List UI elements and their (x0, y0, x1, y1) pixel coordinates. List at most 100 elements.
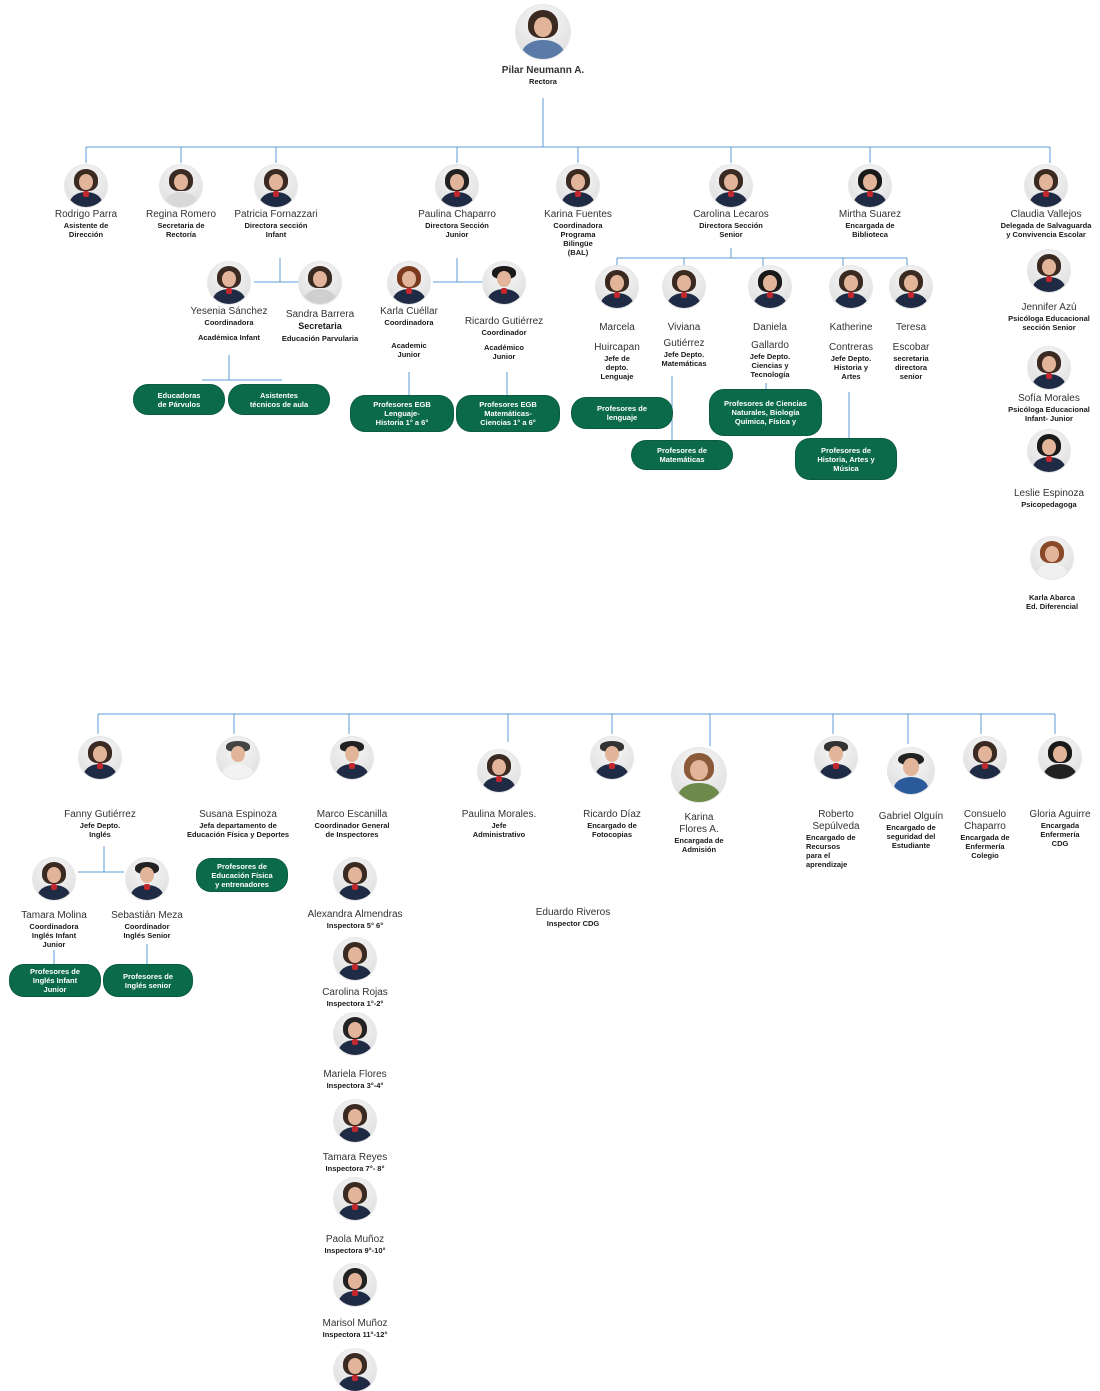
senior-head-node[interactable]: Daniela Gallardo Jefe Depto. Ciencias y … (735, 266, 805, 379)
staff-role: Jefe Administrativo (472, 821, 526, 839)
level1-node[interactable]: Claudia Vallejos Delegada de Salvaguarda… (986, 165, 1100, 239)
bottom-node[interactable]: Gabriel Olguín Encargado de seguridad de… (871, 748, 951, 850)
staff-name: Claudia Vallejos (1010, 209, 1082, 220)
educadoras-group[interactable]: Educadoras de Párvulos (134, 385, 224, 414)
staff-role: Inspectora 7°- 8° (325, 1164, 385, 1173)
psychologist-node[interactable]: Sofía Morales Psicóloga Educacional Infa… (994, 347, 1100, 423)
ingles-senior-teachers-group[interactable]: Profesores de Inglés senior (104, 965, 192, 996)
edfisica-teachers-group[interactable]: Profesores de Educación Física y entrena… (197, 859, 287, 891)
bottom-node[interactable]: Gloria Aguirre Encargada Enfermería CDG (1025, 737, 1095, 848)
bottom-node[interactable]: Ricardo Díaz Encargado de Fotocopias (542, 737, 682, 839)
inspector-node[interactable]: Carolina Rojas Inspectora 1°-2° (285, 938, 425, 1008)
inspector-node[interactable]: Tamara Reyes Inspectora 7°- 8° (285, 1100, 425, 1173)
staff-photo (749, 266, 791, 308)
inspector-node-extra[interactable] (285, 1349, 425, 1391)
staff-photo (964, 737, 1006, 779)
inspector-node[interactable]: Mariela Flores Inspectora 3°-4° (285, 1013, 425, 1090)
staff-photo (334, 1178, 376, 1220)
staff-surname: Escobar (892, 342, 930, 353)
rectora-photo (516, 5, 570, 59)
staff-role: Jefe Depto. Inglés (79, 821, 121, 839)
staff-name: Regina Romero (145, 209, 217, 220)
egb-matematicas-group[interactable]: Profesores EGB Matemáticas- Ciencias 1° … (457, 396, 559, 431)
staff-role: Jefe Depto. Historia y Artes (830, 354, 872, 381)
infant-secretary-node[interactable]: Sandra Barrera Secretaria Educación Parv… (250, 262, 390, 343)
staff-photo (334, 1013, 376, 1055)
bottom-node[interactable]: Susana Espinoza Jefa departamento de Edu… (173, 737, 303, 839)
level1-node[interactable]: Paulina Chaparro Directora Sección Junio… (387, 165, 527, 239)
level1-node[interactable]: Patricia Fornazzari Directora sección In… (206, 165, 346, 239)
asistentes-group[interactable]: Asistentes técnicos de aula (229, 385, 329, 414)
staff-name: Carolina Lecaros (693, 209, 769, 220)
senior-secretary-node[interactable]: Teresa Escobar secretaria directora seni… (881, 266, 941, 381)
inspector-node[interactable]: Paola Muñoz Inspectora 9°-10° (285, 1178, 425, 1255)
senior-head-node[interactable]: Katherine Contreras Jefe Depto. Historia… (816, 266, 886, 381)
inspector-cdg-node[interactable]: Eduardo Riveros Inspector CDG (513, 905, 633, 928)
staff-name: Yesenia Sánchez (190, 306, 268, 317)
ciencias-teachers-group[interactable]: Profesores de Ciencias Naturales, Biolog… (710, 390, 821, 435)
staff-name: Tamara Reyes (322, 1152, 388, 1163)
junior-coordinator-node[interactable]: Karla Cuéllar Coordinadora Academic Juni… (339, 262, 479, 359)
psicopedagoga-node[interactable]: Leslie Espinoza Psicopedagoga (994, 430, 1100, 509)
staff-role: Encargada Enfermería CDG (1040, 821, 1080, 848)
staff-role: Asistente de Dirección (63, 221, 109, 239)
matematicas-teachers-group[interactable]: Profesores de Matemáticas (632, 441, 732, 469)
staff-area: Educación Parvularia (281, 334, 359, 343)
ingles-coordinator-node[interactable]: Tamara Molina Coordinadora Inglés Infant… (4, 858, 104, 949)
staff-surname: Huircapan (594, 342, 640, 353)
staff-role: Psicopedagoga (1021, 500, 1077, 509)
bottom-node[interactable]: Paulina Morales. Jefe Administrativo (429, 750, 569, 839)
staff-photo (33, 858, 75, 900)
level1-node[interactable]: Regina Romero Secretaria de Rectoría (111, 165, 251, 239)
staff-photo (160, 165, 202, 207)
staff-role: Psicóloga Educacional sección Senior (1008, 314, 1090, 332)
inspector-node[interactable]: Alexandra Almendras Inspectora 5° 6° (285, 858, 425, 930)
staff-role: Psicóloga Educacional Infant- Junior (1008, 405, 1090, 423)
senior-head-node[interactable]: Marcela Huircapan Jefe de depto. Lenguaj… (582, 266, 652, 381)
senior-head-node[interactable]: Viviana Gutiérrez Jefe Depto. Matemática… (649, 266, 719, 368)
staff-role: Inspectora 3°-4° (326, 1081, 384, 1090)
staff-photo (1039, 737, 1081, 779)
staff-role: Encargada de Enfermería Colegio (960, 833, 1010, 860)
staff-photo (208, 262, 250, 304)
staff-name: Karla Cuéllar (380, 306, 438, 317)
level1-node[interactable]: Karina Fuentes Coordinadora Programa Bil… (508, 165, 648, 257)
lenguaje-teachers-group[interactable]: Profesores de lenguaje (572, 398, 672, 428)
level1-node[interactable]: Carolina Lecaros Directora Sección Senio… (661, 165, 801, 239)
staff-role: Inspectora 1°-2° (326, 999, 384, 1008)
staff-name: Gabriel Olguín (878, 811, 944, 822)
bottom-node[interactable]: Fanny Gutiérrez Jefe Depto. Inglés (30, 737, 170, 839)
staff-role: Encargado de Fotocopias (587, 821, 637, 839)
psychologist-node[interactable]: Jennifer Azú Psicóloga Educacional secci… (994, 250, 1100, 332)
staff-role: Jefe de depto. Lenguaje (600, 354, 634, 381)
ingles-coordinator-node[interactable]: Sebastián Meza Coordinador Inglés Senior (97, 858, 197, 940)
inspector-node[interactable]: Marisol Muñoz Inspectora 11°-12° (285, 1264, 425, 1339)
diferencial-node[interactable]: Karla Abarca Ed. Diferencial (997, 537, 1100, 611)
bottom-node[interactable]: Karina Flores A. Encargada de Admisión (629, 748, 769, 854)
level1-node[interactable]: Rodrigo Parra Asistente de Dirección (16, 165, 156, 239)
historia-teachers-group[interactable]: Profesores de Historia, Artes y Música (796, 439, 896, 479)
rectora-node[interactable]: Pilar Neumann A. Rectora (473, 5, 613, 86)
staff-name: Karla Abarca (1029, 593, 1075, 602)
egb-lenguaje-group[interactable]: Profesores EGB Lenguaje- Historia 1° a 6… (351, 396, 453, 431)
bottom-node[interactable]: Roberto Sepúlveda Encargado de Recursos … (796, 737, 876, 869)
staff-role: Secretaria de Rectoría (157, 221, 205, 239)
bottom-node[interactable]: Marco Escanilla Coordinador General de I… (282, 737, 422, 839)
staff-name: Paulina Chaparro (418, 209, 496, 220)
infant-coordinator-node[interactable]: Yesenia Sánchez Coordinadora Académica I… (159, 262, 299, 342)
staff-photo (1025, 165, 1067, 207)
staff-name: Paola Muñoz (325, 1234, 385, 1245)
junior-coordinator-node[interactable]: Ricardo Gutiérrez Coordinador Académico … (434, 262, 574, 361)
staff-name: Patricia Fornazzari (234, 209, 318, 220)
staff-photo (591, 737, 633, 779)
bottom-node[interactable]: Consuelo Chaparro Encargada de Enfermerí… (950, 737, 1020, 860)
staff-name: Tamara Molina (21, 910, 87, 921)
staff-surname: Contreras (829, 342, 873, 353)
staff-photo (663, 266, 705, 308)
staff-name: Alexandra Almendras (307, 909, 403, 920)
staff-photo (217, 737, 259, 779)
level1-node[interactable]: Mirtha Suarez Encargada de Biblioteca (800, 165, 940, 239)
staff-name: Marisol Muñoz (322, 1318, 388, 1329)
staff-photo (849, 165, 891, 207)
ingles-infant-teachers-group[interactable]: Profesores de Inglés Infant Junior (10, 965, 100, 996)
